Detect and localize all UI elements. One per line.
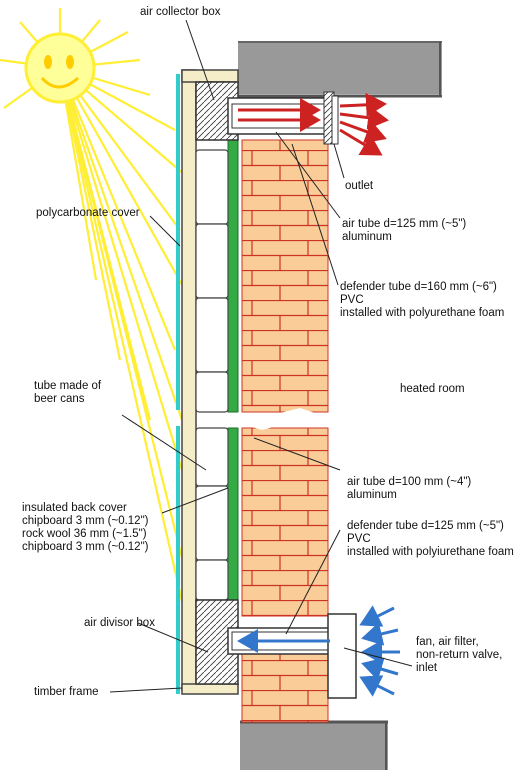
label-outlet: outlet xyxy=(345,180,374,192)
sun-icon xyxy=(24,32,96,104)
fan-box xyxy=(327,613,357,699)
section-break xyxy=(188,408,330,430)
label-air-collector-box: air collector box xyxy=(140,6,221,18)
label-air-divisor-box: air divisor box xyxy=(84,617,155,629)
label-tube-beer-cans: tube made of beer cans xyxy=(34,380,102,405)
cold-air-arrows xyxy=(237,605,400,697)
insulated-back-cover xyxy=(227,139,239,617)
label-heated-room: heated room xyxy=(400,383,465,395)
label-timber-frame: timber frame xyxy=(34,686,99,698)
beer-can-tube xyxy=(195,81,229,601)
brick-wall-base xyxy=(241,653,329,723)
leader-lines xyxy=(109,19,413,693)
label-fan-inlet: fan, air filter, non-return valve, inlet xyxy=(416,636,503,674)
bottom-concrete-slab xyxy=(240,720,388,770)
label-air-tube-top: air tube d=125 mm (~5") aluminum xyxy=(342,218,467,243)
label-defender-tube-top: defender tube d=160 mm (~6") PVC install… xyxy=(340,281,505,319)
brick-wall-upper xyxy=(241,139,329,413)
label-defender-tube-bottom: defender tube d=125 mm (~5") PVC install… xyxy=(347,520,514,558)
timber-frame xyxy=(181,69,239,695)
top-concrete-slab xyxy=(238,41,442,98)
brick-wall-lower xyxy=(241,427,329,617)
outlet-grille xyxy=(331,95,339,145)
label-polycarbonate-cover: polycarbonate cover xyxy=(36,207,140,219)
hot-air-arrows xyxy=(238,92,389,156)
top-air-tube xyxy=(227,91,335,145)
label-insulated-back-cover: insulated back cover chipboard 3 mm (~0.… xyxy=(22,502,149,553)
label-air-tube-bottom: air tube d=100 mm (~4") aluminum xyxy=(347,476,472,501)
